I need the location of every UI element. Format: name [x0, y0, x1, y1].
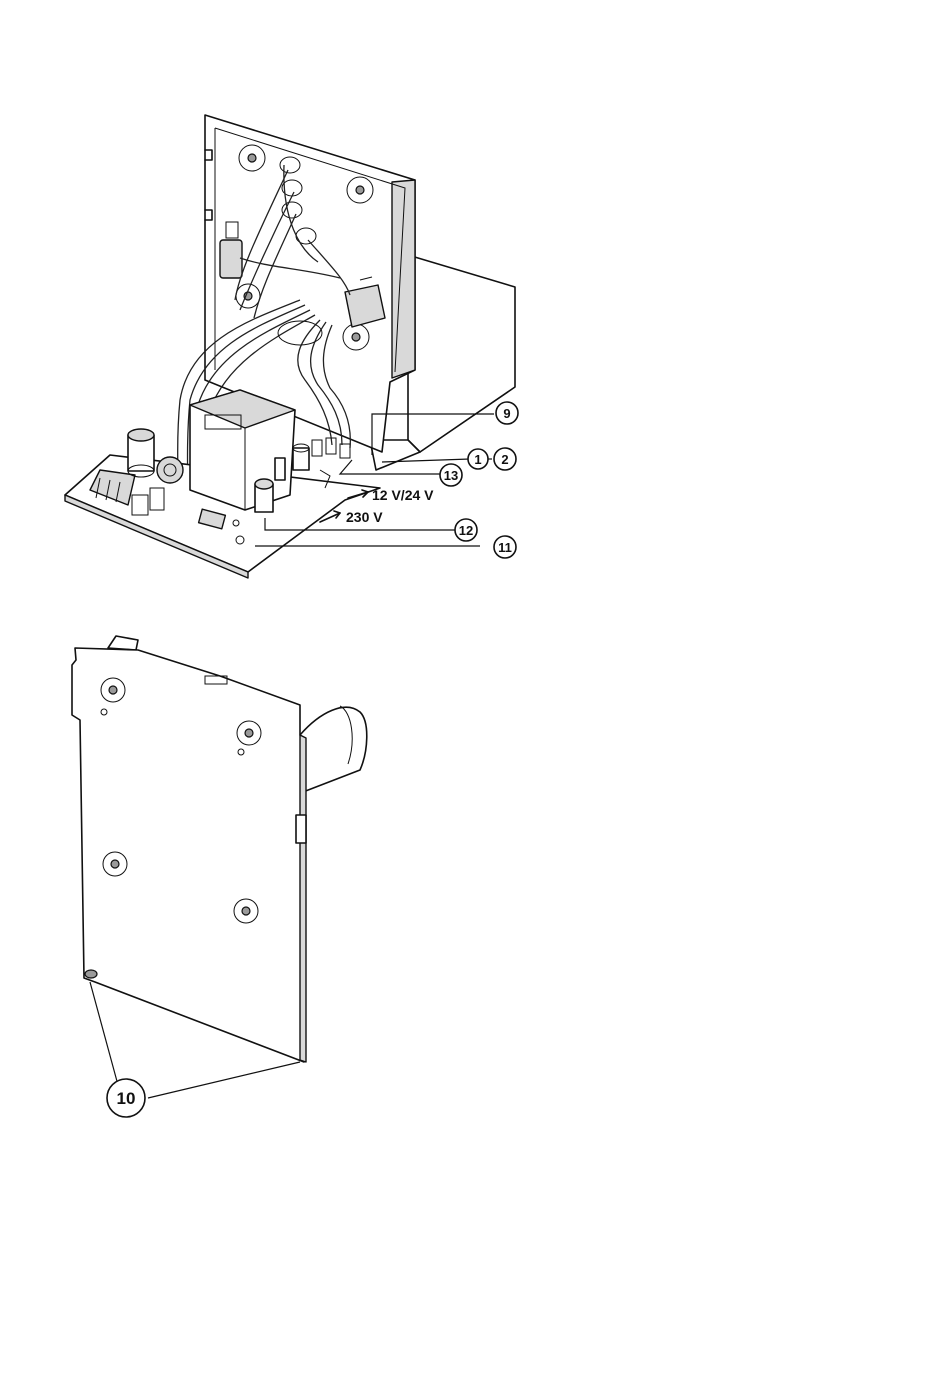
svg-text:10: 10 — [117, 1089, 136, 1108]
callout-12: 12 — [455, 519, 477, 541]
svg-text:2: 2 — [501, 452, 508, 467]
callout-9: 9 — [496, 402, 518, 424]
cable-duct — [300, 706, 367, 792]
voltage-label-low: 12 V/24 V — [372, 487, 434, 503]
mounting-plate-figure — [72, 636, 367, 1098]
open-housing-figure — [65, 115, 515, 578]
capacitor — [128, 429, 154, 477]
callout-10: 10 — [107, 1079, 145, 1117]
svg-text:1: 1 — [474, 452, 481, 467]
callout-13: 13 — [440, 464, 462, 486]
svg-text:9: 9 — [503, 406, 510, 421]
svg-text:12: 12 — [459, 523, 473, 538]
transformer — [190, 390, 295, 510]
callout-2: 2 — [494, 448, 516, 470]
callout-1: 1 — [468, 449, 488, 469]
svg-text:13: 13 — [444, 468, 458, 483]
callout-11: 11 — [494, 536, 516, 558]
fuse-holder — [157, 457, 183, 483]
svg-text:11: 11 — [498, 540, 512, 555]
voltage-label-mains: 230 V — [346, 509, 383, 525]
